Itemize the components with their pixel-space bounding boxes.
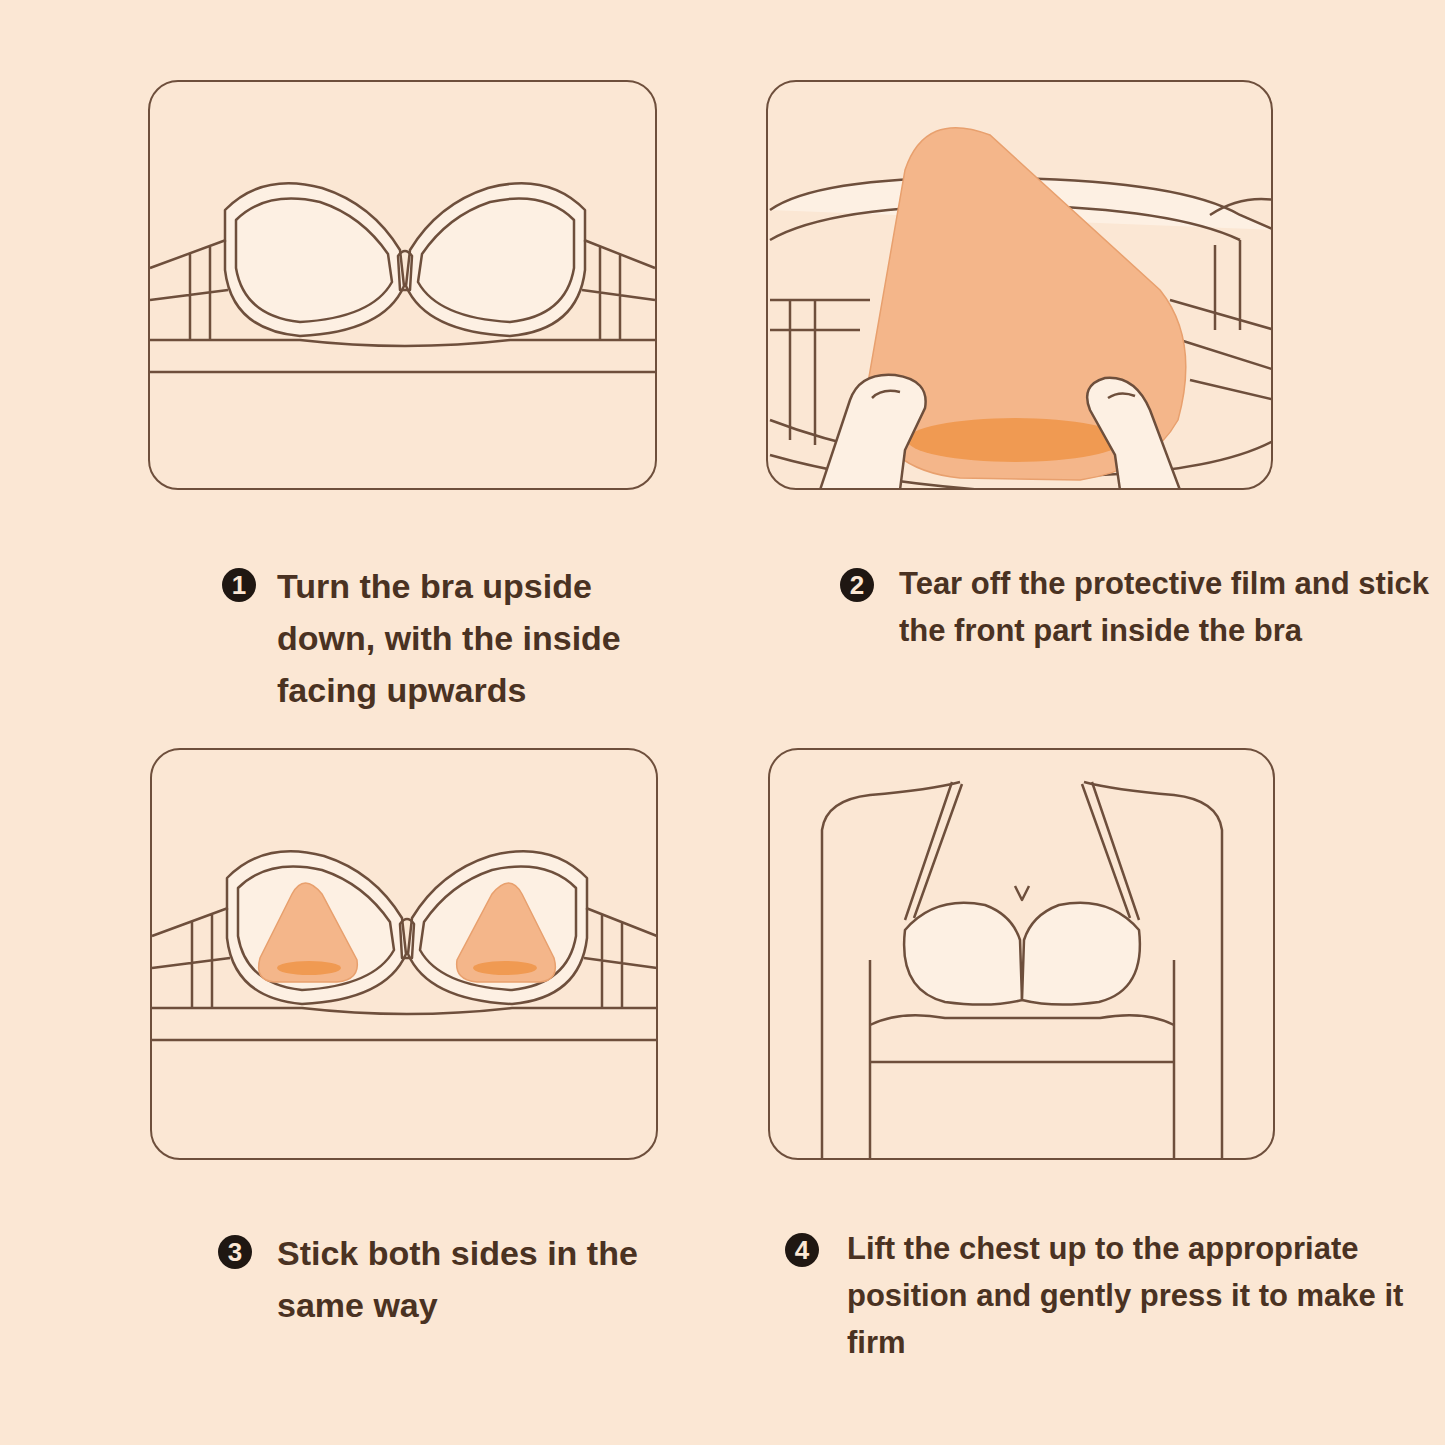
step-panel: 4Lift the chest up to the appropriate po…: [768, 748, 1275, 1160]
step-caption: Tear off the protective film and stick t…: [899, 560, 1439, 654]
step-number: 2: [840, 568, 874, 602]
pad-application: [770, 128, 1271, 488]
bra-with-pads: [152, 851, 657, 1040]
step-caption: Turn the bra upside down, with the insid…: [277, 560, 677, 716]
step-panel: 1Turn the bra upside down, with the insi…: [148, 80, 657, 490]
torso-with-bra: [822, 782, 1222, 1160]
bra-drawing: [150, 183, 655, 372]
step-number: 4: [785, 1233, 819, 1267]
step-panel: 2Tear off the protective film and stick …: [766, 80, 1273, 490]
step-number: 1: [222, 568, 256, 602]
step-caption: Lift the chest up to the appropriate pos…: [847, 1225, 1442, 1366]
step-number: 3: [218, 1235, 252, 1269]
step-panel: 3Stick both sides in the same way: [150, 748, 658, 1160]
step-caption: Stick both sides in the same way: [277, 1227, 727, 1331]
